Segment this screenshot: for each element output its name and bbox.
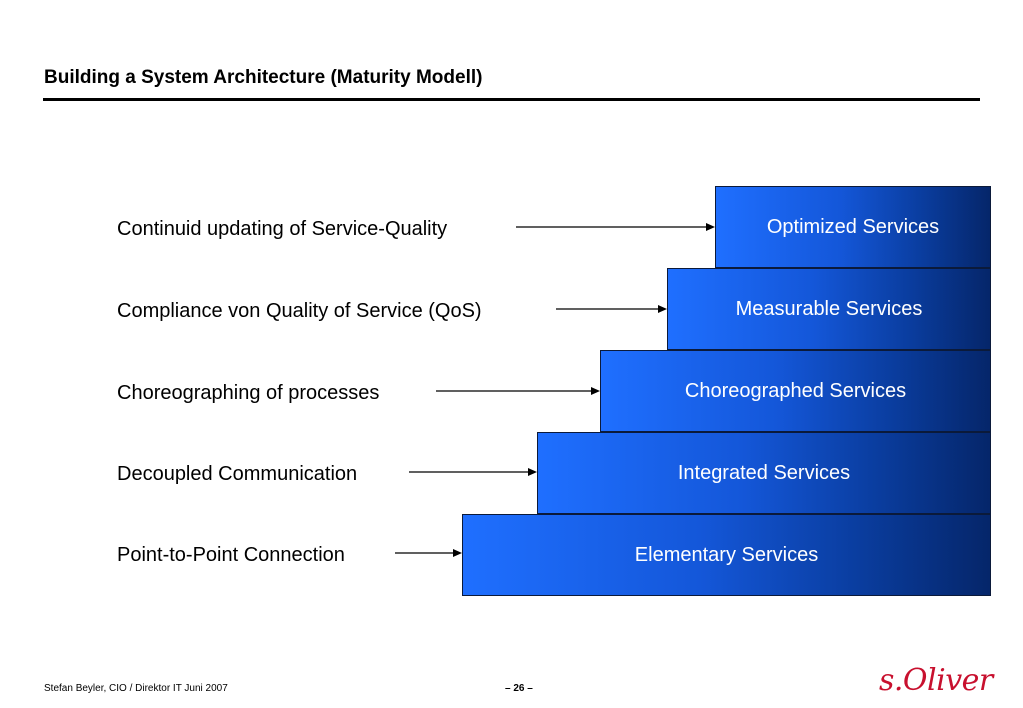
step-choreographed-services: Choreographed Services	[600, 350, 991, 432]
step-label: Optimized Services	[766, 215, 940, 238]
step-label: Elementary Services	[634, 543, 819, 566]
step-label: Choreographed Services	[684, 379, 907, 402]
step-elementary-services: Elementary Services	[462, 514, 991, 596]
arrow-5	[395, 548, 462, 558]
step-measurable-services: Measurable Services	[667, 268, 991, 350]
arrow-3	[436, 386, 600, 396]
step-integrated-services: Integrated Services	[537, 432, 991, 514]
arrow-1	[516, 222, 715, 232]
step-label: Integrated Services	[677, 461, 851, 484]
arrow-2	[556, 304, 667, 314]
level-label-2: Compliance von Quality of Service (QoS)	[117, 300, 482, 322]
title-underline	[43, 98, 980, 101]
arrow-4	[409, 467, 537, 477]
level-label-1: Continuid updating of Service-Quality	[117, 218, 448, 240]
level-label-5: Point-to-Point Connection	[117, 544, 345, 566]
step-optimized-services: Optimized Services	[715, 186, 991, 268]
footer-author: Stefan Beyler, CIO / Direktor IT Juni 20…	[44, 683, 228, 694]
step-label: Measurable Services	[735, 297, 923, 320]
level-label-3: Choreographing of processes	[117, 382, 380, 404]
footer-page-number: – 26 –	[505, 683, 533, 694]
page-title: Building a System Architecture (Maturity…	[44, 67, 483, 88]
level-label-4: Decoupled Communication	[117, 463, 358, 485]
brand-logo: s.Oliver	[879, 663, 993, 698]
